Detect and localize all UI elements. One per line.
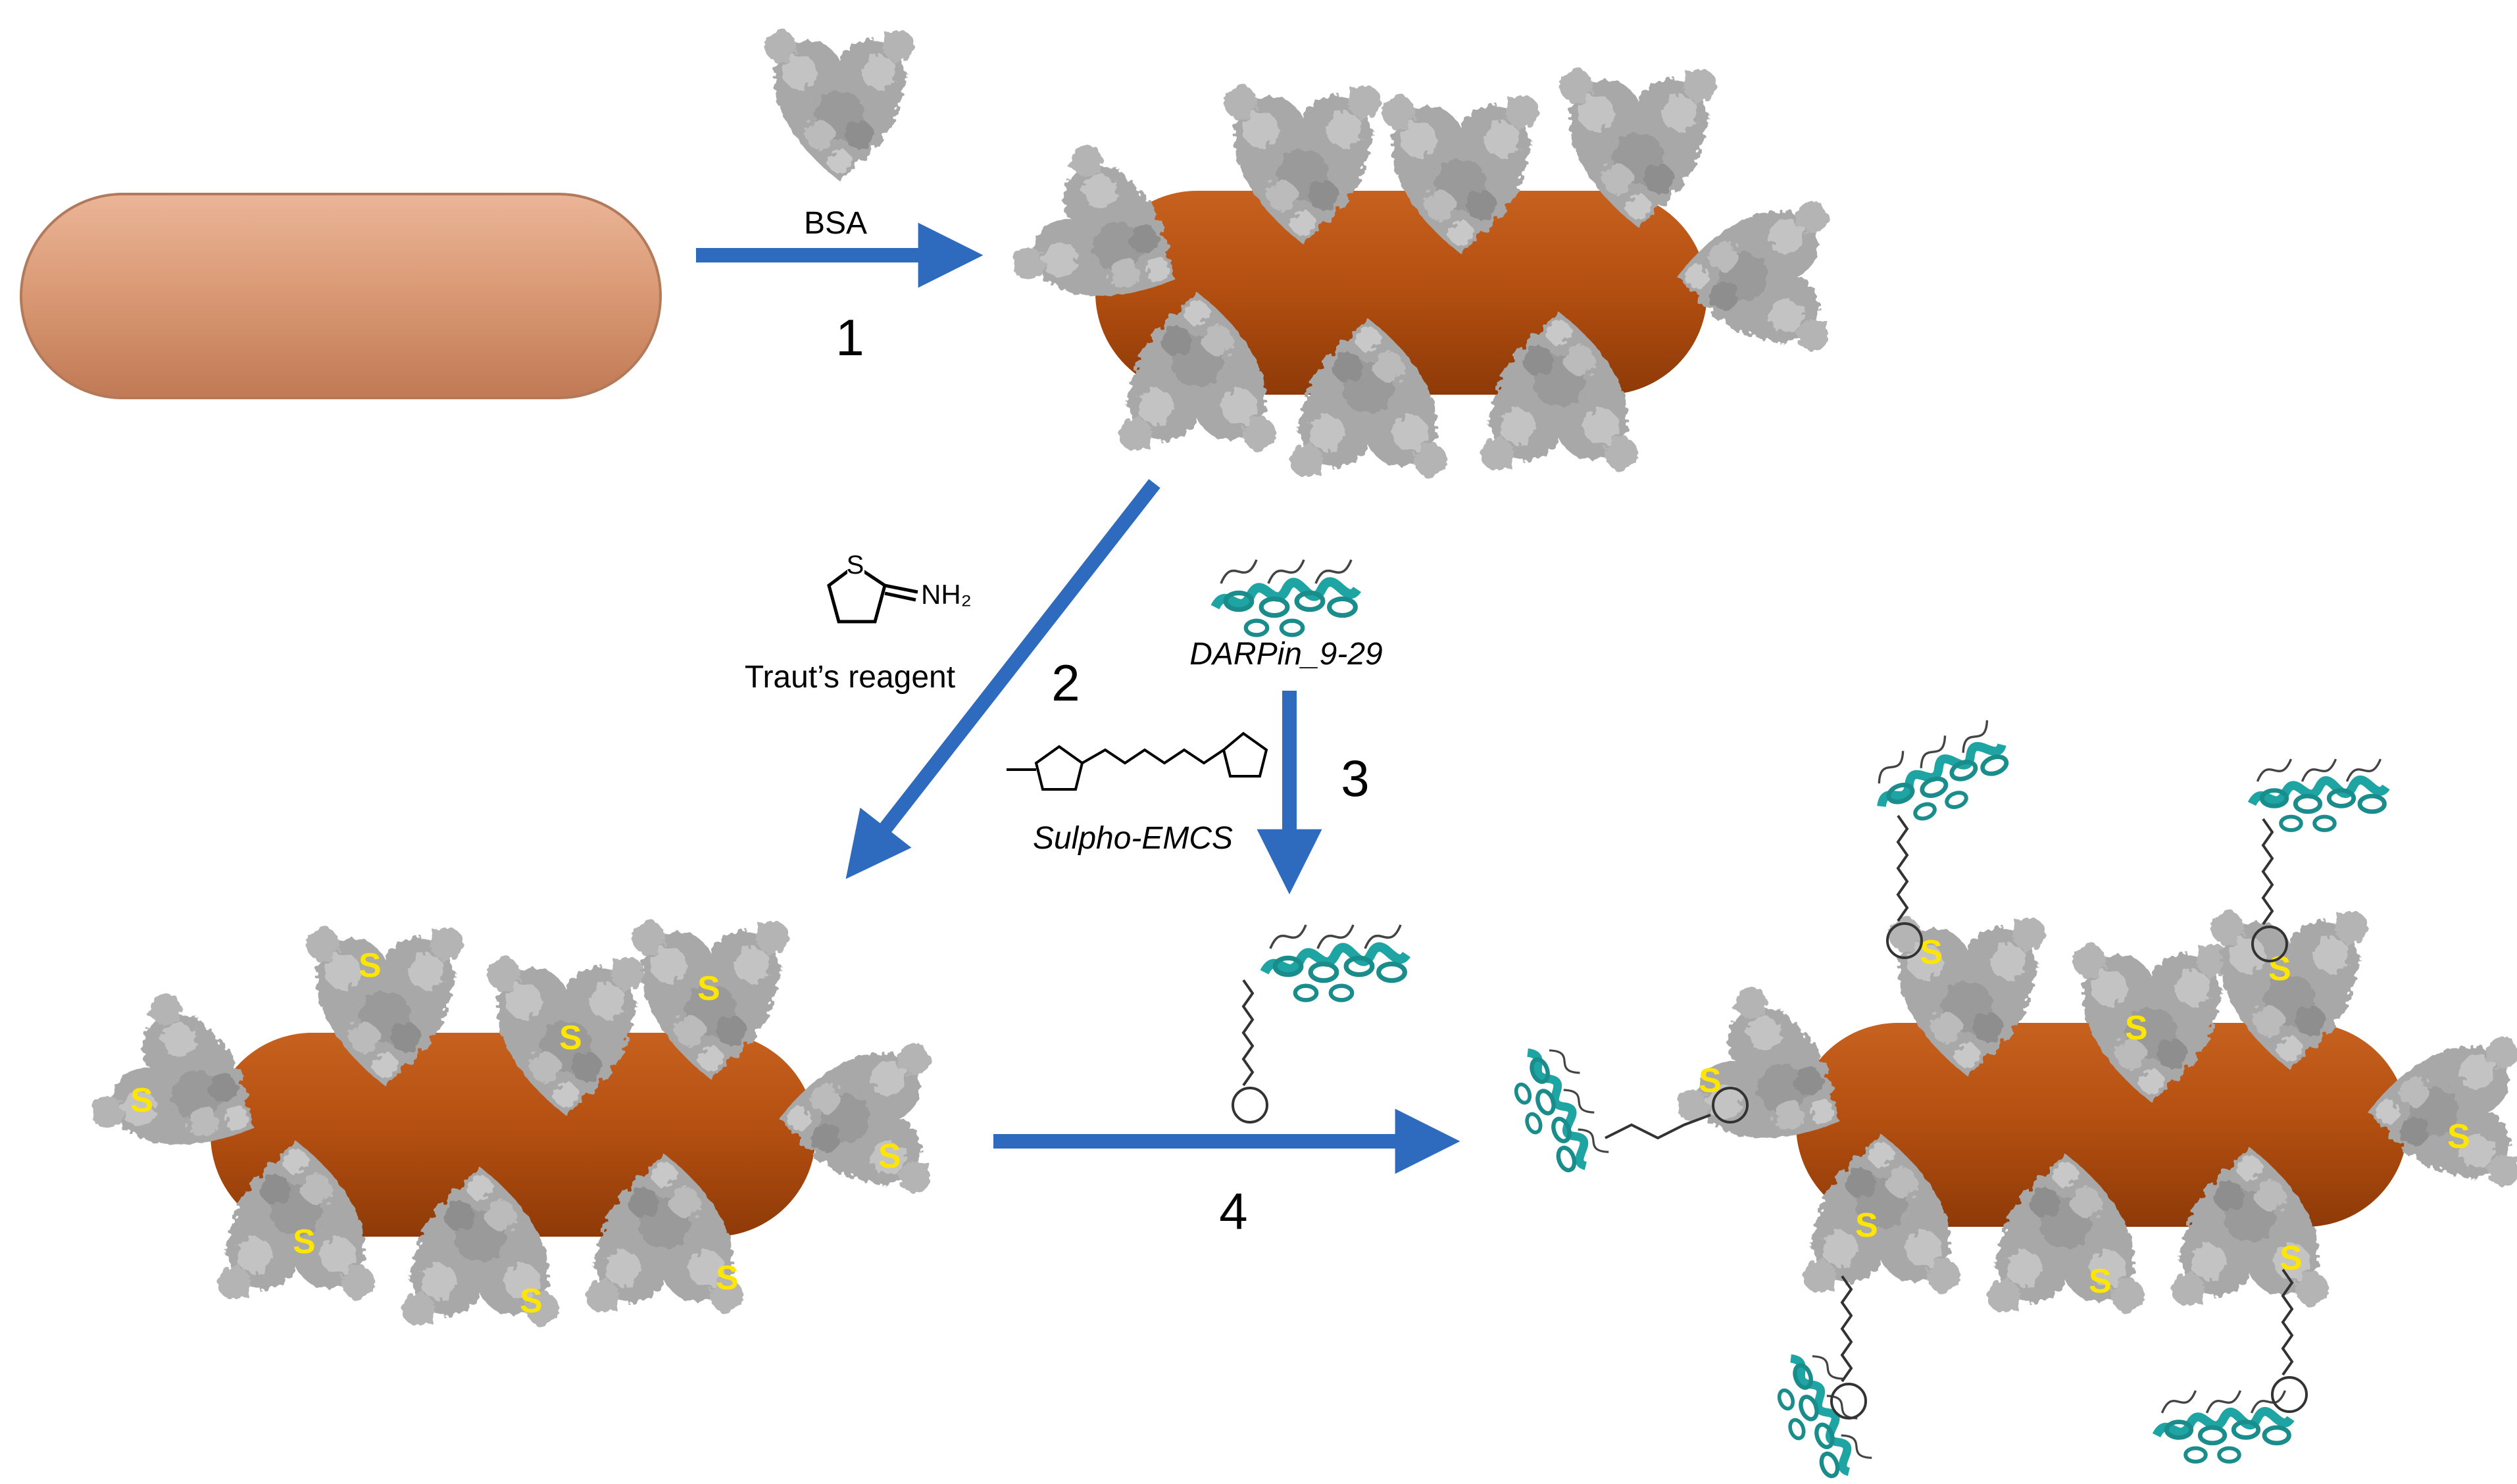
- arrow-step-2: [845, 479, 1160, 879]
- bsa-molecule: [764, 30, 914, 181]
- trauts-reagent-structure: S NH₂: [827, 551, 972, 624]
- svg-text:S: S: [2447, 1118, 2470, 1156]
- step-2-label: 2: [1051, 654, 1080, 712]
- bare-nanorod: [20, 193, 662, 399]
- bsa-label: BSA: [804, 206, 867, 241]
- darpin-label: DARPin_9-29: [1189, 637, 1382, 672]
- thiolated-nanorod: S S S S S S S S: [86, 921, 930, 1325]
- sulpho-emcs-structure: [1007, 731, 1268, 791]
- svg-text:S: S: [878, 1137, 901, 1175]
- step-3-label: 3: [1341, 749, 1369, 807]
- svg-text:S: S: [130, 1081, 153, 1120]
- svg-text:S: S: [293, 1223, 316, 1261]
- svg-text:S: S: [1855, 1206, 1878, 1245]
- svg-text:NH₂: NH₂: [921, 579, 972, 610]
- svg-text:S: S: [2089, 1262, 2112, 1300]
- svg-text:S: S: [520, 1282, 543, 1320]
- svg-text:S: S: [2268, 950, 2291, 988]
- bsa-coated-nanorod: [1007, 69, 1828, 477]
- svg-text:S: S: [847, 551, 864, 580]
- svg-text:S: S: [1920, 933, 1943, 972]
- svg-text:S: S: [359, 947, 382, 985]
- step-4-label: 4: [1219, 1182, 1247, 1240]
- darpin-linker-conjugate: [1232, 925, 1407, 1124]
- sulpho-emcs-label: Sulpho-EMCS: [1033, 821, 1233, 856]
- darpin-molecule-top: [1215, 560, 1357, 635]
- svg-text:S: S: [697, 970, 720, 1008]
- trauts-reagent-label: Traut’s reagent: [745, 660, 955, 695]
- svg-text:S: S: [2125, 1009, 2148, 1047]
- svg-text:S: S: [559, 1019, 582, 1057]
- darpin-functionalized-nanorod: S S S S S S S S: [1505, 718, 2517, 1484]
- step-1-label: 1: [835, 309, 864, 366]
- svg-text:S: S: [716, 1259, 739, 1297]
